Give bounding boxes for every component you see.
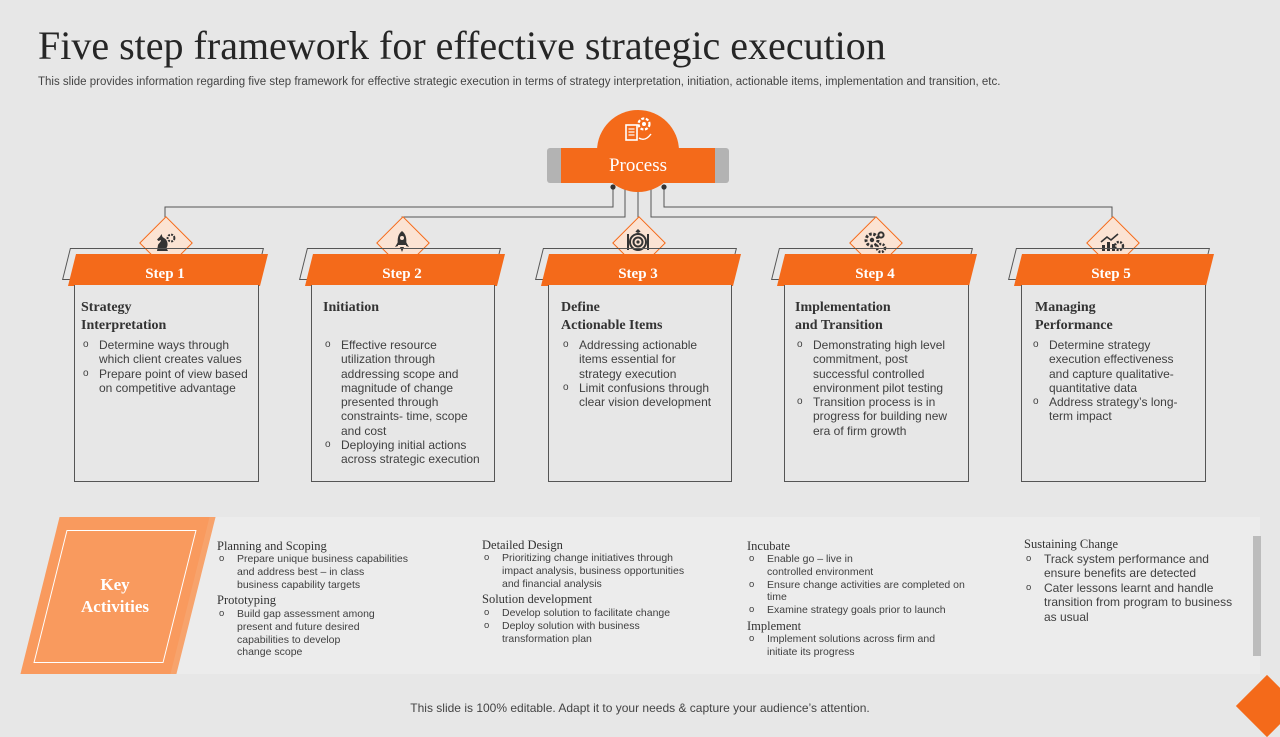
page-subtitle: This slide provides information regardin… xyxy=(38,76,1001,88)
activity-list: Prioritizing change initiatives throughi… xyxy=(482,552,722,590)
gears-icon xyxy=(864,231,887,254)
process-bar-shadow-left xyxy=(547,148,565,183)
corner-decoration xyxy=(1235,674,1280,737)
activity-list: Develop solution to facilitate change De… xyxy=(482,607,722,645)
page-title: Five step framework for effective strate… xyxy=(38,23,886,68)
list-item: Develop solution to facilitate change xyxy=(482,607,722,620)
activity-heading: Implement xyxy=(747,619,802,633)
list-item: Examine strategy goals prior to launch xyxy=(747,604,997,617)
growth-gear-icon xyxy=(1100,233,1125,252)
activity-heading: Sustaining Change xyxy=(1024,537,1119,551)
list-item: Prioritizing change initiatives throughi… xyxy=(482,552,722,590)
activity-list: Implement solutions across firm andiniti… xyxy=(747,633,997,659)
key-activities-side-bar xyxy=(1253,536,1261,656)
list-item: Ensure change activities are completed o… xyxy=(747,579,997,605)
footer-note: This slide is 100% editable. Adapt it to… xyxy=(410,701,870,715)
step-5-label: Step 5 xyxy=(1091,266,1131,282)
step-2-label: Step 2 xyxy=(382,266,422,282)
step-3-label: Step 3 xyxy=(618,266,658,282)
activity-heading: Planning and Scoping xyxy=(217,539,327,553)
target-icon xyxy=(627,228,649,251)
process-bar-shadow-right xyxy=(711,148,729,183)
document-gear-icon xyxy=(625,117,652,141)
step-1-label: Step 1 xyxy=(145,266,185,282)
step-4-label: Step 4 xyxy=(855,266,895,282)
list-item: Deploy solution with businesstransformat… xyxy=(482,620,722,646)
activity-heading: Solution development xyxy=(482,592,593,606)
step-2-title: Initiation xyxy=(323,300,380,315)
list-item: Implement solutions across firm andiniti… xyxy=(747,633,997,659)
activity-heading: Detailed Design xyxy=(482,538,563,552)
activity-list: Prepare unique business capabilitiesand … xyxy=(217,553,447,591)
rocket-icon xyxy=(395,231,409,252)
list-item: Cater lessons learnt and handletransitio… xyxy=(1024,581,1249,624)
list-item: Address strategy’s long-term impact xyxy=(1031,395,1201,424)
list-item: Prepare unique business capabilitiesand … xyxy=(217,553,447,591)
activity-heading: Prototyping xyxy=(217,593,277,607)
activity-heading: Incubate xyxy=(747,539,791,553)
chess-knight-gear-icon xyxy=(157,233,176,251)
process-label: Process xyxy=(561,148,715,183)
